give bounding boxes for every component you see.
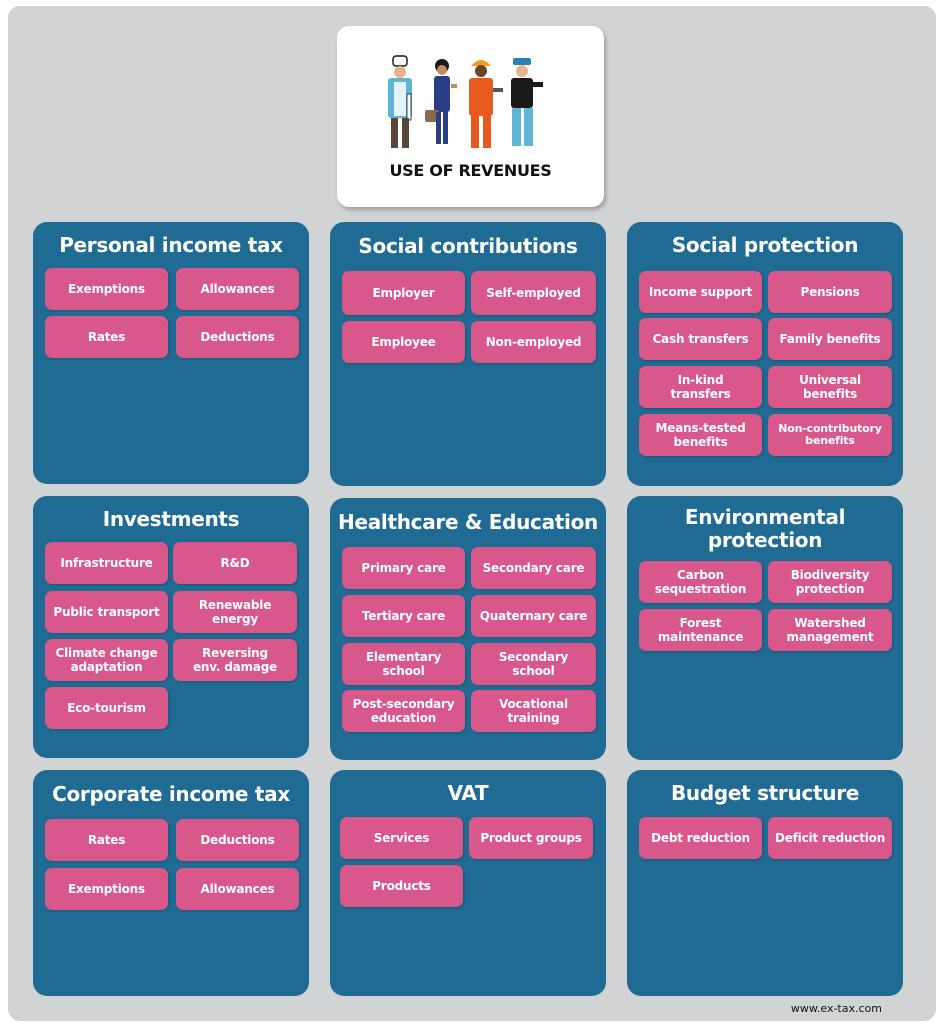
chip-climate-change-adaptation: Climate change adaptation bbox=[45, 639, 168, 681]
chip-rates: Rates bbox=[45, 819, 168, 861]
chip-in-kind-transfers: In-kind transfers bbox=[639, 366, 762, 408]
chip-self-employed: Self-employed bbox=[471, 271, 596, 315]
chip-universal-benefits: Universal benefits bbox=[768, 366, 892, 408]
chip-employer: Employer bbox=[342, 271, 465, 315]
chip-exemptions: Exemptions bbox=[45, 868, 168, 910]
panel-personal-income-tax: Personal income tax Exemptions Allowance… bbox=[33, 222, 309, 484]
businesswoman-figure bbox=[425, 59, 457, 144]
panel-title: VAT bbox=[447, 781, 489, 805]
panel-title: Personal income tax bbox=[59, 233, 283, 257]
chip-allowances: Allowances bbox=[176, 268, 299, 310]
panel-environmental-protection: Environmental protection Carbon sequestr… bbox=[627, 496, 903, 760]
header-title: USE OF REVENUES bbox=[389, 161, 552, 180]
panel-title: Investments bbox=[102, 507, 240, 531]
chip-product-groups: Product groups bbox=[469, 817, 593, 859]
chip-debt-reduction: Debt reduction bbox=[639, 817, 762, 859]
chip-non-contributory-benefits: Non-contributory benefits bbox=[768, 414, 892, 456]
workers-illustration bbox=[388, 55, 543, 148]
chip-biodiversity-protection: Biodiversity protection bbox=[768, 561, 892, 603]
chef-figure bbox=[388, 55, 412, 148]
panel-vat: VAT Services Product groups Products bbox=[330, 770, 606, 996]
chip-cash-transfers: Cash transfers bbox=[639, 318, 762, 360]
chip-watershed-management: Watershed management bbox=[768, 609, 892, 651]
chip-vocational-training: Vocational training bbox=[471, 690, 596, 732]
chip-post-secondary-education: Post-secondary education bbox=[342, 690, 465, 732]
chip-eco-tourism: Eco-tourism bbox=[45, 687, 168, 729]
panel-budget-structure: Budget structure Debt reduction Deficit … bbox=[627, 770, 903, 996]
chip-tertiary-care: Tertiary care bbox=[342, 595, 465, 637]
chip-non-employed: Non-employed bbox=[471, 321, 596, 363]
panel-healthcare-education: Healthcare & Education Primary care Seco… bbox=[330, 498, 606, 760]
chip-services: Services bbox=[340, 817, 463, 859]
panel-title: Social protection bbox=[671, 233, 859, 257]
panel-title: Healthcare & Education bbox=[338, 510, 598, 534]
chip-carbon-sequestration: Carbon sequestration bbox=[639, 561, 762, 603]
panel-title: Budget structure bbox=[670, 781, 860, 805]
footer-url: www.ex-tax.com bbox=[790, 1002, 882, 1015]
chip-reversing-env-damage: Reversing env. damage bbox=[173, 639, 297, 681]
chip-pensions: Pensions bbox=[768, 271, 892, 313]
chip-deductions: Deductions bbox=[176, 316, 299, 358]
panel-investments: Investments Infrastructure R&D Public tr… bbox=[33, 496, 309, 758]
chip-r-and-d: R&D bbox=[173, 542, 297, 584]
panel-social-protection: Social protection Income support Pension… bbox=[627, 222, 903, 486]
chip-infrastructure: Infrastructure bbox=[45, 542, 168, 584]
chip-secondary-school: Secondary school bbox=[471, 643, 596, 685]
chip-income-support: Income support bbox=[639, 271, 762, 313]
chip-deductions: Deductions bbox=[176, 819, 299, 861]
panel-title: Environmental protection bbox=[684, 505, 846, 552]
chip-deficit-reduction: Deficit reduction bbox=[768, 817, 892, 859]
chip-elementary-school: Elementary school bbox=[342, 643, 465, 685]
construction-worker-figure bbox=[469, 60, 503, 148]
chip-means-tested-benefits: Means-tested benefits bbox=[639, 414, 762, 456]
chip-allowances: Allowances bbox=[176, 868, 299, 910]
chip-rates: Rates bbox=[45, 316, 168, 358]
officer-figure bbox=[511, 58, 543, 146]
panel-title: Social contributions bbox=[358, 234, 578, 258]
chip-quaternary-care: Quaternary care bbox=[471, 595, 596, 637]
chip-renewable-energy: Renewable energy bbox=[173, 591, 297, 633]
chip-primary-care: Primary care bbox=[342, 547, 465, 589]
header-card: USE OF REVENUES bbox=[337, 26, 604, 207]
chip-products: Products bbox=[340, 865, 463, 907]
panel-corporate-income-tax: Corporate income tax Rates Deductions Ex… bbox=[33, 770, 309, 996]
panel-title: Corporate income tax bbox=[52, 782, 290, 806]
chip-public-transport: Public transport bbox=[45, 591, 168, 633]
chip-employee: Employee bbox=[342, 321, 465, 363]
chip-secondary-care: Secondary care bbox=[471, 547, 596, 589]
chip-exemptions: Exemptions bbox=[45, 268, 168, 310]
panel-social-contributions: Social contributions Employer Self-emplo… bbox=[330, 222, 606, 486]
chip-family-benefits: Family benefits bbox=[768, 318, 892, 360]
chip-forest-maintenance: Forest maintenance bbox=[639, 609, 762, 651]
